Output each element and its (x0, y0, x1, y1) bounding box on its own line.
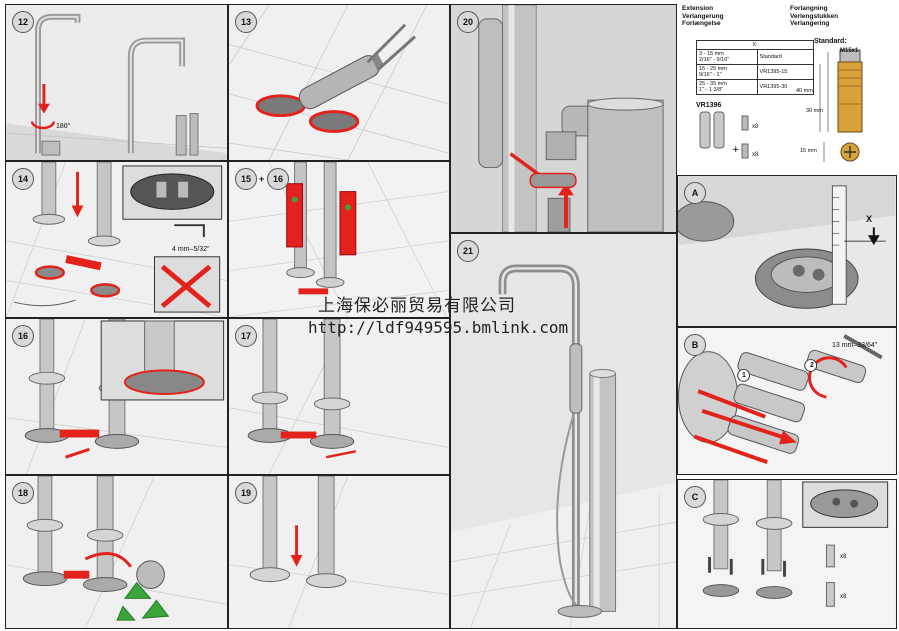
part-code: VR1396 (696, 102, 722, 109)
dim-total-label: 40 mm (796, 88, 813, 94)
table-row: 3 - 15 mm 2/16" - 9/16"Standard (696, 49, 815, 65)
code-cell: VR1395-30 (756, 79, 815, 95)
step-14-illustration (6, 162, 227, 317)
step-number-badge: 12 (12, 11, 34, 33)
step-number-badge: C (684, 486, 706, 508)
step-A-illustration (678, 176, 896, 326)
step-14-panel: 14 4 mm–5/32" (5, 161, 228, 318)
rotate-label: 180° (56, 123, 71, 130)
allen-key-label: 4 mm–5/32" (172, 246, 210, 253)
step-12-panel: 12 180° (5, 4, 228, 161)
step-C-illustration (678, 480, 896, 628)
step-C-panel: C x8 x8 (677, 479, 897, 629)
qty-label: x8 (840, 554, 847, 560)
step-19-illustration (229, 476, 449, 628)
extension-chart: Extension Verlangerung Forlængelse Forla… (678, 4, 896, 172)
title-line: Forlangning (790, 5, 828, 12)
step-number-badge: 13 (235, 11, 257, 33)
step-number-badge: 20 (457, 11, 479, 33)
step-17-panel: 17 (228, 318, 450, 475)
range-cell: 15 - 25 mm 9/16" - 1" (696, 64, 758, 80)
table-row: 25 - 35 mm 1" - 1 3/8"VR1395-30 (696, 79, 815, 95)
step-number-badge: 15 (235, 168, 257, 190)
step-number-badge: 16 (267, 168, 289, 190)
step-number-badge: 18 (12, 482, 34, 504)
wrench-label: 13 mm–33/64" (832, 342, 878, 349)
watermark-url: http://ldf949595.bmlink.com (308, 318, 569, 337)
step-15-16-illustration (229, 162, 449, 317)
step-20-panel: 20 (450, 4, 677, 233)
step-number-badge: A (684, 182, 706, 204)
step-13-panel: 13 (228, 4, 450, 161)
extension-title-right: Forlangning Verlengstukken Verlangering (790, 5, 838, 28)
plus-label: + (259, 174, 265, 184)
title-line: Extension (682, 5, 714, 12)
step-21-illustration (451, 234, 676, 628)
extension-table: X: 3 - 15 mm 2/16" - 9/16"Standard 15 - … (696, 40, 815, 95)
extension-parts-illustration: + (699, 49, 863, 162)
extension-title: Extension Verlangerung Forlængelse (682, 5, 724, 28)
step-18-panel: 18 (5, 475, 228, 629)
step-16-illustration (6, 319, 227, 474)
standard-label: Standard: (814, 38, 847, 45)
step-B-panel: B 13 mm–33/64" 1 2 (677, 327, 897, 475)
step-17-illustration (229, 319, 449, 474)
step-21-panel: 21 (450, 233, 677, 629)
step-number-badge: 19 (235, 482, 257, 504)
title-line: Verlengstukken (790, 12, 839, 20)
dim-small-label: 15 mm (800, 148, 817, 154)
turn-2-label: 2 (810, 362, 814, 369)
step-19-panel: 19 (228, 475, 450, 629)
qty-label: x8 (840, 594, 847, 600)
watermark-company: 上海保必丽贸易有限公司 (318, 296, 516, 316)
title-line: Verlangerung (682, 12, 724, 20)
dim-inner-label: 30 mm (806, 108, 823, 114)
qty-label: x8 (752, 124, 759, 130)
title-line: Forlængelse (682, 20, 721, 27)
step-16-panel: 16 (5, 318, 228, 475)
turn-1-label: 1 (742, 372, 746, 379)
step-number-badge: 16 (12, 325, 34, 347)
thread-label: M15x1 (840, 48, 859, 54)
x-marker-label: X (866, 214, 873, 224)
step-15-16-panel: 15 + 16 (228, 161, 450, 318)
step-A-panel: A X (677, 175, 897, 327)
step-number-badge: B (684, 334, 706, 356)
range-cell: 25 - 35 mm 1" - 1 3/8" (696, 79, 758, 95)
step-number-badge: 21 (457, 240, 479, 262)
step-20-illustration (451, 5, 676, 232)
svg-text:+: + (732, 145, 740, 155)
title-line: Verlangering (790, 20, 830, 27)
qty-label: x8 (752, 152, 759, 158)
step-number-badge: 14 (12, 168, 34, 190)
step-18-illustration (6, 476, 227, 628)
step-13-illustration (229, 5, 449, 160)
step-12-illustration (6, 13, 227, 160)
step-B-illustration (678, 328, 896, 474)
step-number-badge: 17 (235, 325, 257, 347)
